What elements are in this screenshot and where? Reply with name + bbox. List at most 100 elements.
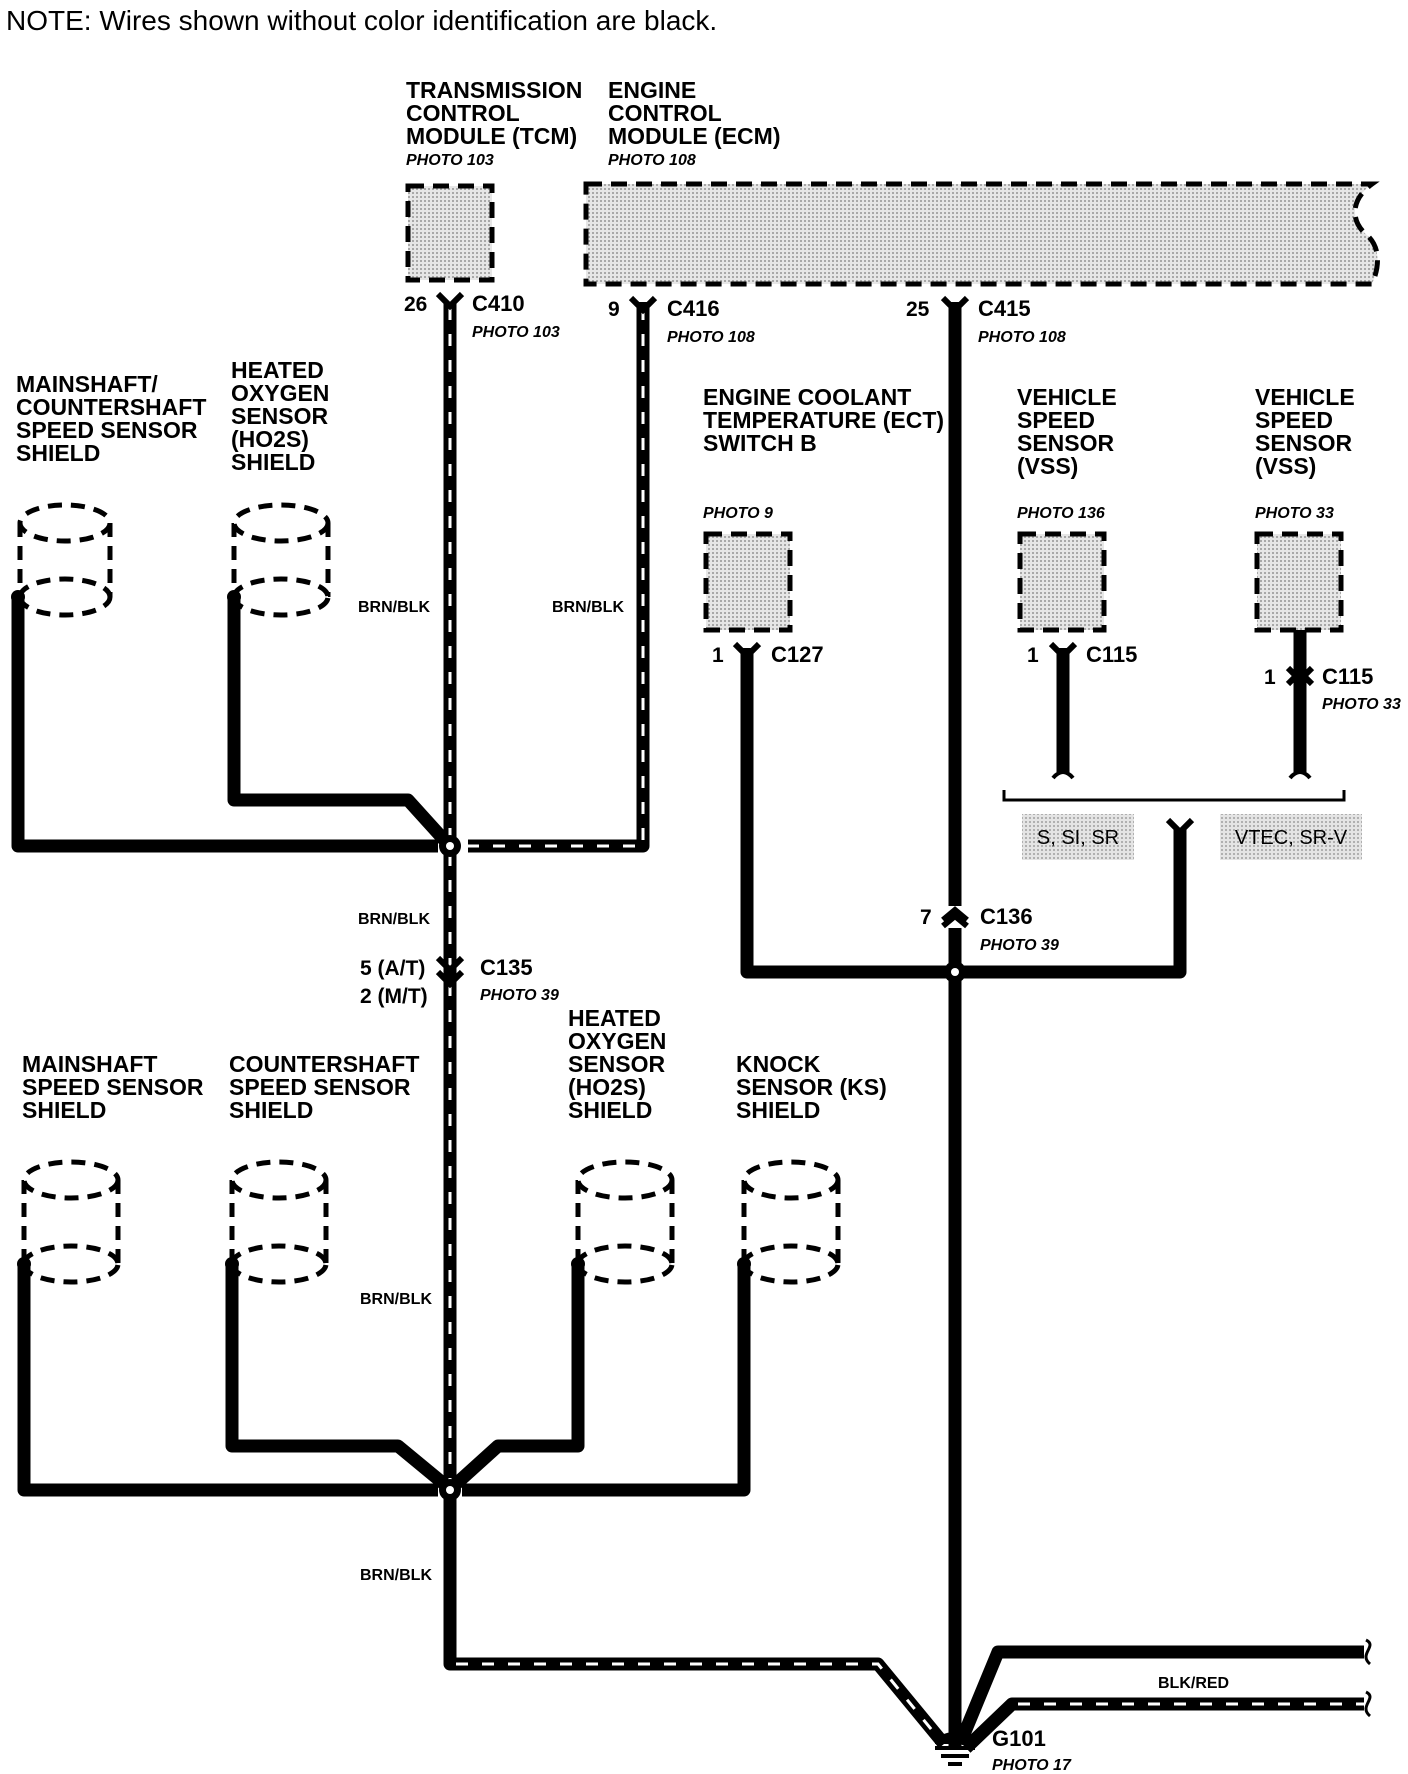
c135-pin-mt: 2 (M/T) — [360, 985, 428, 1008]
ho2s-shield-top-icon — [227, 502, 331, 618]
ho2s-top-line-4: (HO2S) — [231, 426, 309, 452]
msc-shield-line-1: MAINSHAFT/ — [16, 371, 158, 397]
ground-icon — [935, 1732, 975, 1766]
brn-blk-ground-run — [443, 1500, 950, 1749]
c115a-pin: 1 — [1027, 644, 1039, 667]
ground-photo-ref: PHOTO 17 — [992, 1757, 1072, 1774]
ho2s-bottom-line-3: SENSOR — [568, 1051, 666, 1077]
c416-name: C416 — [667, 296, 720, 321]
ecm-label: ENGINE CONTROL MODULE (ECM) PHOTO 108 — [608, 77, 780, 169]
c115b-photo-ref: PHOTO 33 — [1322, 696, 1401, 713]
blk-wire-right — [953, 1645, 1364, 1747]
vss1-line-1: VEHICLE — [1017, 384, 1117, 410]
ecm-label-line-2: CONTROL — [608, 100, 722, 126]
c136-photo-ref: PHOTO 39 — [980, 937, 1059, 954]
splice-c136-center — [951, 968, 959, 976]
vss2-line-4: (VSS) — [1255, 453, 1316, 479]
c415-connector[interactable]: 25 C415 PHOTO 108 — [906, 295, 1066, 346]
vss-1-box[interactable] — [1017, 531, 1107, 633]
c416-connector[interactable]: 9 C416 PHOTO 108 — [608, 295, 755, 346]
c115-b-connector[interactable]: 1 C115 PHOTO 33 — [1264, 664, 1401, 713]
c135-pin-at: 5 (A/T) — [360, 957, 425, 980]
variant-right-label: VTEC, SR-V — [1235, 827, 1348, 849]
tcm-module-box[interactable] — [405, 183, 495, 283]
c415-photo-ref: PHOTO 108 — [978, 329, 1066, 346]
variant-connector — [1165, 817, 1195, 837]
cs-shield-wire — [225, 1264, 449, 1490]
c115-a-connector[interactable]: 1 C115 — [1027, 641, 1137, 667]
c410-connector[interactable]: 26 C410 PHOTO 103 — [404, 291, 560, 341]
c416-photo-ref: PHOTO 108 — [667, 329, 755, 346]
c415-name: C415 — [978, 296, 1031, 321]
mainshaft-countershaft-shield-label: MAINSHAFT/ COUNTERSHAFT SPEED SENSOR SHI… — [16, 371, 206, 466]
msc-shield-line-3: SPEED SENSOR — [16, 417, 198, 443]
knock-shield-icon — [737, 1159, 841, 1285]
c127-pin: 1 — [712, 644, 724, 667]
c127-connector[interactable]: 1 C127 — [712, 641, 824, 667]
tcm-photo-ref: PHOTO 103 — [406, 152, 494, 169]
mainshaft-countershaft-shield-icon — [11, 502, 113, 618]
ks-shield-line-3: SHIELD — [736, 1097, 820, 1123]
ecm-label-line-3: MODULE (ECM) — [608, 123, 780, 149]
msc-shield-line-4: SHIELD — [16, 440, 100, 466]
ect-switch-box[interactable] — [703, 531, 793, 633]
vss1-line-4: (VSS) — [1017, 453, 1078, 479]
wire-label-blk-red: BLK/RED — [1158, 1675, 1229, 1692]
c410-photo-ref: PHOTO 103 — [472, 324, 560, 341]
ecm-module-box[interactable] — [583, 181, 1380, 287]
ho2s-bottom-wire — [451, 1264, 585, 1489]
wire-label-brn-blk-4: BRN/BLK — [360, 1291, 432, 1308]
mainshaft-shield-label: MAINSHAFT SPEED SENSOR SHIELD — [22, 1051, 204, 1123]
c115b-name: C115 — [1322, 664, 1373, 689]
ho2s-bottom-line-4: (HO2S) — [568, 1074, 646, 1100]
c115b-pin: 1 — [1264, 666, 1276, 689]
c135-connector[interactable]: 5 (A/T) 2 (M/T) C135 PHOTO 39 — [360, 955, 559, 1008]
ho2s-top-line-2: OXYGEN — [231, 380, 329, 406]
variant-left-box — [1022, 814, 1134, 860]
c135-photo-ref: PHOTO 39 — [480, 987, 559, 1004]
vss1-line-2: SPEED — [1017, 407, 1095, 433]
ho2s-bottom-line-5: SHIELD — [568, 1097, 652, 1123]
variant-bracket — [1002, 790, 1346, 802]
tcm-label-line-2: CONTROL — [406, 100, 520, 126]
cs-shield-line-1: COUNTERSHAFT — [229, 1051, 419, 1077]
c415-pin: 25 — [906, 298, 930, 321]
vss2-line-1: VEHICLE — [1255, 384, 1355, 410]
c136-connector[interactable]: 7 C136 PHOTO 39 — [920, 904, 1059, 954]
ms-shield-wire — [17, 1264, 438, 1497]
c135-name: C135 — [480, 955, 533, 980]
ho2s-top-line-5: SHIELD — [231, 449, 315, 475]
vss-1-label: VEHICLE SPEED SENSOR (VSS) PHOTO 136 — [1017, 384, 1117, 522]
splice-upper-center — [446, 842, 454, 850]
tcm-label-line-1: TRANSMISSION — [406, 77, 582, 103]
vss-2-wire-end — [1288, 770, 1312, 780]
ms-shield-line-2: SPEED SENSOR — [22, 1074, 204, 1100]
cs-shield-line-2: SPEED SENSOR — [229, 1074, 411, 1100]
c136-name: C136 — [980, 904, 1033, 929]
c127-name: C127 — [771, 642, 824, 667]
blk-wire-break-mark — [1364, 1638, 1372, 1666]
ho2s-bottom-line-2: OXYGEN — [568, 1028, 666, 1054]
vss1-line-3: SENSOR — [1017, 430, 1115, 456]
wire-label-brn-blk-3: BRN/BLK — [358, 911, 430, 928]
ks-shield-wire — [462, 1264, 751, 1497]
ho2s-shield-bottom-icon — [571, 1159, 675, 1285]
variant-left-label: S, SI, SR — [1037, 827, 1119, 849]
ms-shield-line-3: SHIELD — [22, 1097, 106, 1123]
wire-label-brn-blk-1: BRN/BLK — [358, 599, 430, 616]
ect-switch-label: ENGINE COOLANT TEMPERATURE (ECT) SWITCH … — [703, 384, 944, 522]
ect-photo-ref: PHOTO 9 — [703, 505, 773, 522]
vss-2-box[interactable] — [1254, 531, 1344, 633]
blk-red-wire — [961, 1697, 1364, 1753]
wire-color-note: NOTE: Wires shown without color identifi… — [6, 5, 717, 36]
cs-shield-line-3: SHIELD — [229, 1097, 313, 1123]
msc-shield-wire — [11, 597, 438, 853]
splice-lower-center — [446, 1486, 454, 1494]
vss2-line-3: SENSOR — [1255, 430, 1353, 456]
ms-shield-line-1: MAINSHAFT — [22, 1051, 157, 1077]
mainshaft-shield-icon — [17, 1159, 121, 1285]
ect-line-1: ENGINE COOLANT — [703, 384, 911, 410]
c115a-name: C115 — [1086, 642, 1137, 667]
vss-1-wire-end — [1051, 770, 1075, 780]
